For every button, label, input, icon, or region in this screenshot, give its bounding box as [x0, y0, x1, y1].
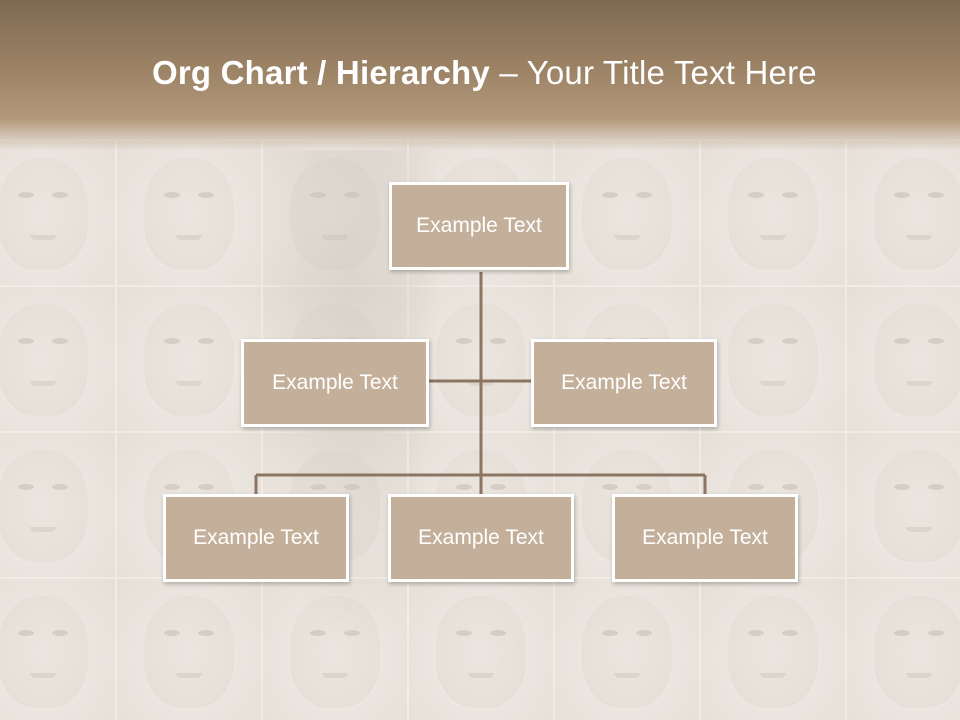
title-bold-part: Org Chart / Hierarchy [152, 54, 490, 91]
org-node-root-label: Example Text [416, 214, 542, 237]
org-node-level3-right-label: Example Text [642, 526, 768, 549]
org-node-level3-right[interactable]: Example Text [612, 494, 798, 582]
org-node-level3-center[interactable]: Example Text [388, 494, 574, 582]
org-node-level2-right[interactable]: Example Text [531, 339, 717, 427]
org-node-level3-center-label: Example Text [418, 526, 544, 549]
title-rest-part: Your Title Text Here [526, 54, 817, 91]
title-bar: Org Chart / Hierarchy – Your Title Text … [0, 0, 960, 150]
slide-title[interactable]: Org Chart / Hierarchy – Your Title Text … [152, 54, 817, 92]
org-node-level2-left[interactable]: Example Text [241, 339, 429, 427]
org-node-level3-left-label: Example Text [193, 526, 319, 549]
org-node-level2-left-label: Example Text [272, 371, 398, 394]
org-node-level2-right-label: Example Text [561, 371, 687, 394]
org-node-level3-left[interactable]: Example Text [163, 494, 349, 582]
title-separator: – [489, 54, 527, 91]
org-node-root[interactable]: Example Text [389, 182, 569, 270]
